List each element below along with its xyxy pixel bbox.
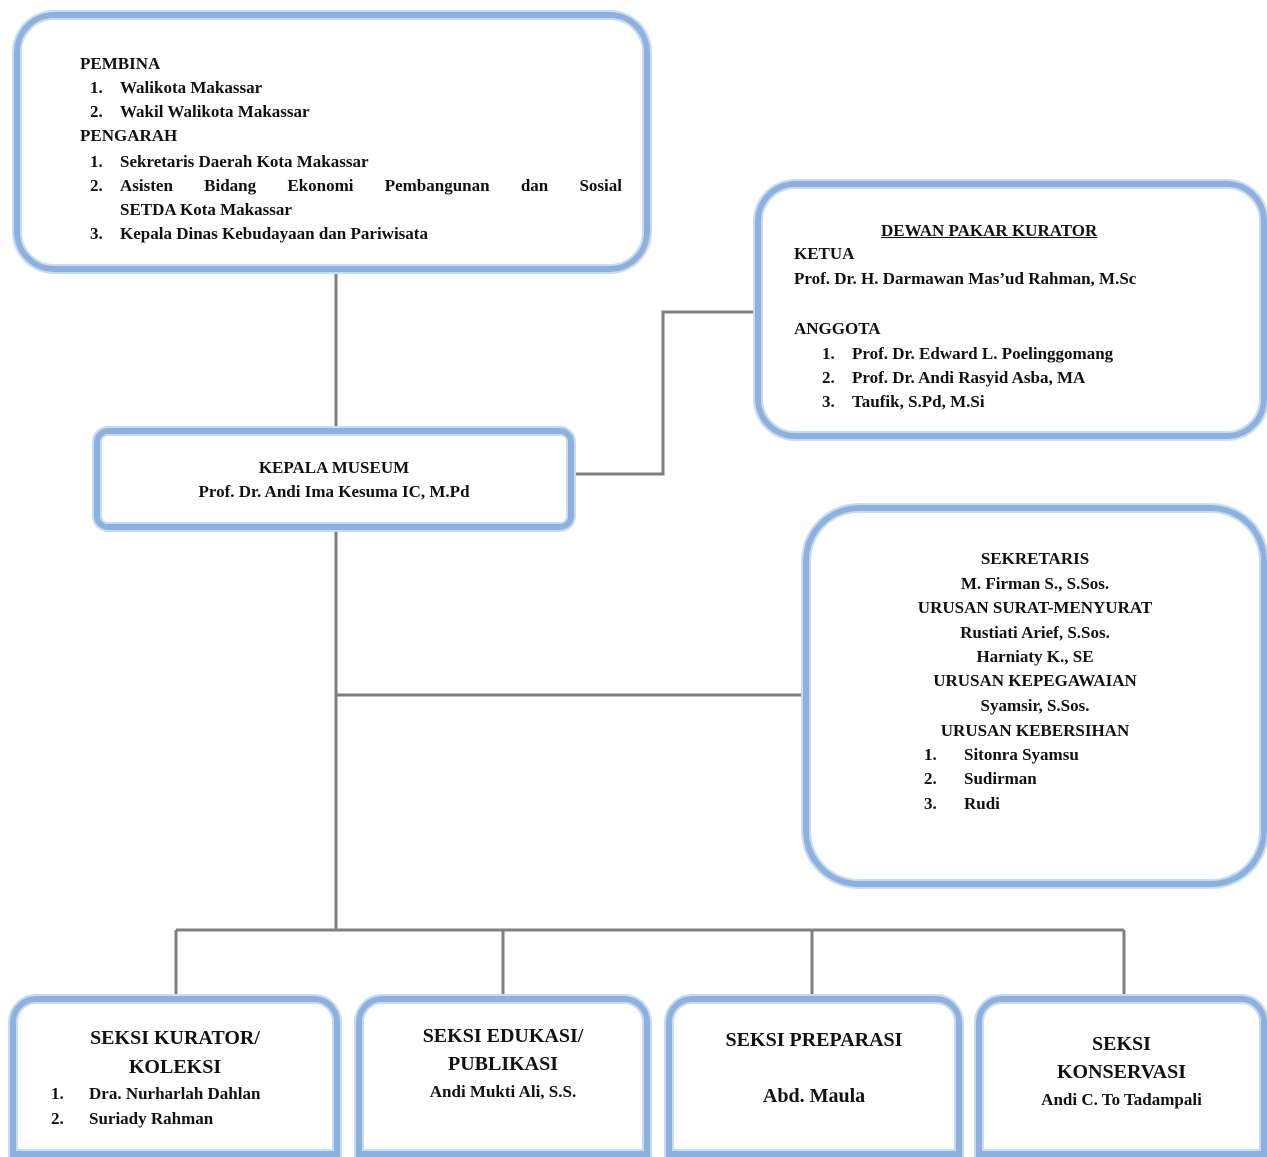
seksi-konservasi-name: Andi C. To Tadampali xyxy=(1041,1090,1202,1109)
seksi-konservasi-box: SEKSI KONSERVASI Andi C. To Tadampali xyxy=(974,994,1267,1157)
seksi-kurator-box: SEKSI KURATOR/ KOLEKSI 1.Dra. Nurharlah … xyxy=(8,994,342,1157)
seksi-kurator-title-2: KOLEKSI xyxy=(128,1056,222,1078)
pengarah-item-3: 3.Kepala Dinas Kebudayaan dan Pariwisata xyxy=(90,224,428,243)
dewan-pakar-title: DEWAN PAKAR KURATOR xyxy=(881,221,1098,240)
seksi-edukasi-name: Andi Mukti Ali, S.S. xyxy=(429,1082,577,1101)
pengarah-heading: PENGARAH xyxy=(80,126,178,145)
surat-member-1: Rustiati Arief, S.Sos. xyxy=(960,623,1110,642)
bersih-member-2: 2.Sudirman xyxy=(924,769,1037,788)
sekretaris-title: SEKRETARIS xyxy=(980,549,1090,568)
kurator-member-2: 2.Suriady Rahman xyxy=(51,1109,214,1128)
bersih-member-1: 1.Sitonra Syamsu xyxy=(924,745,1079,764)
kepala-museum-box: KEPALA MUSEUM Prof. Dr. Andi Ima Kesuma … xyxy=(92,426,576,532)
seksi-konservasi-title-2: KONSERVASI xyxy=(1057,1061,1186,1083)
pengarah-item-2: 2.Asisten Bidang Ekonomi Pembangunan dan… xyxy=(90,176,622,195)
kepala-name: Prof. Dr. Andi Ima Kesuma IC, M.Pd xyxy=(198,482,470,501)
urusan-pegawai-heading: URUSAN KEPEGAWAIAN xyxy=(933,671,1137,690)
seksi-kurator-title-1: SEKSI KURATOR/ xyxy=(90,1027,260,1049)
anggota-item-3: 3.Taufik, S.Pd, M.Si xyxy=(822,392,985,411)
pegawai-member-1: Syamsir, S.Sos. xyxy=(980,696,1090,715)
seksi-edukasi-title-1: SEKSI EDUKASI/ xyxy=(422,1025,584,1047)
seksi-edukasi-title-2: PUBLIKASI xyxy=(447,1053,559,1075)
ketua-name: Prof. Dr. H. Darmawan Mas’ud Rahman, M.S… xyxy=(794,269,1137,288)
pembina-heading: PEMBINA xyxy=(80,54,161,73)
seksi-preparasi-title: SEKSI PREPARASI xyxy=(725,1029,903,1051)
dewan-pakar-box: DEWAN PAKAR KURATOR KETUA Prof. Dr. H. D… xyxy=(753,179,1267,441)
bersih-member-3: 3.Rudi xyxy=(924,794,1000,813)
surat-member-2: Harniaty K., SE xyxy=(976,647,1094,666)
seksi-preparasi-box: SEKSI PREPARASI Abd. Maula xyxy=(664,994,964,1157)
sekretaris-name: M. Firman S., S.Sos. xyxy=(960,574,1110,593)
ketua-label: KETUA xyxy=(794,244,855,263)
seksi-konservasi-title-1: SEKSI xyxy=(1092,1033,1151,1055)
anggota-label: ANGGOTA xyxy=(794,319,881,338)
seksi-edukasi-box: SEKSI EDUKASI/ PUBLIKASI Andi Mukti Ali,… xyxy=(354,994,652,1157)
urusan-bersih-heading: URUSAN KEBERSIHAN xyxy=(940,721,1130,740)
anggota-item-1: 1.Prof. Dr. Edward L. Poelinggomang xyxy=(822,344,1114,363)
kepala-title: KEPALA MUSEUM xyxy=(258,458,410,477)
urusan-surat-heading: URUSAN SURAT-MENYURAT xyxy=(917,598,1153,617)
sekretaris-box: SEKRETARIS M. Firman S., S.Sos. URUSAN S… xyxy=(801,503,1267,889)
seksi-preparasi-name: Abd. Maula xyxy=(762,1085,866,1107)
pembina-item-1: 1.Walikota Makassar xyxy=(90,78,263,97)
anggota-item-2: 2.Prof. Dr. Andi Rasyid Asba, MA xyxy=(822,368,1086,387)
kurator-member-1: 1.Dra. Nurharlah Dahlan xyxy=(51,1084,261,1103)
pembina-pengarah-box: PEMBINA 1.Walikota Makassar 2.Wakil Wali… xyxy=(12,10,652,274)
pembina-item-2: 2.Wakil Walikota Makassar xyxy=(90,102,310,121)
pengarah-item-2-line2: SETDA Kota Makassar xyxy=(120,200,292,219)
line-kepala-dewan xyxy=(574,310,762,476)
pengarah-item-1: 1.Sekretaris Daerah Kota Makassar xyxy=(90,152,369,171)
